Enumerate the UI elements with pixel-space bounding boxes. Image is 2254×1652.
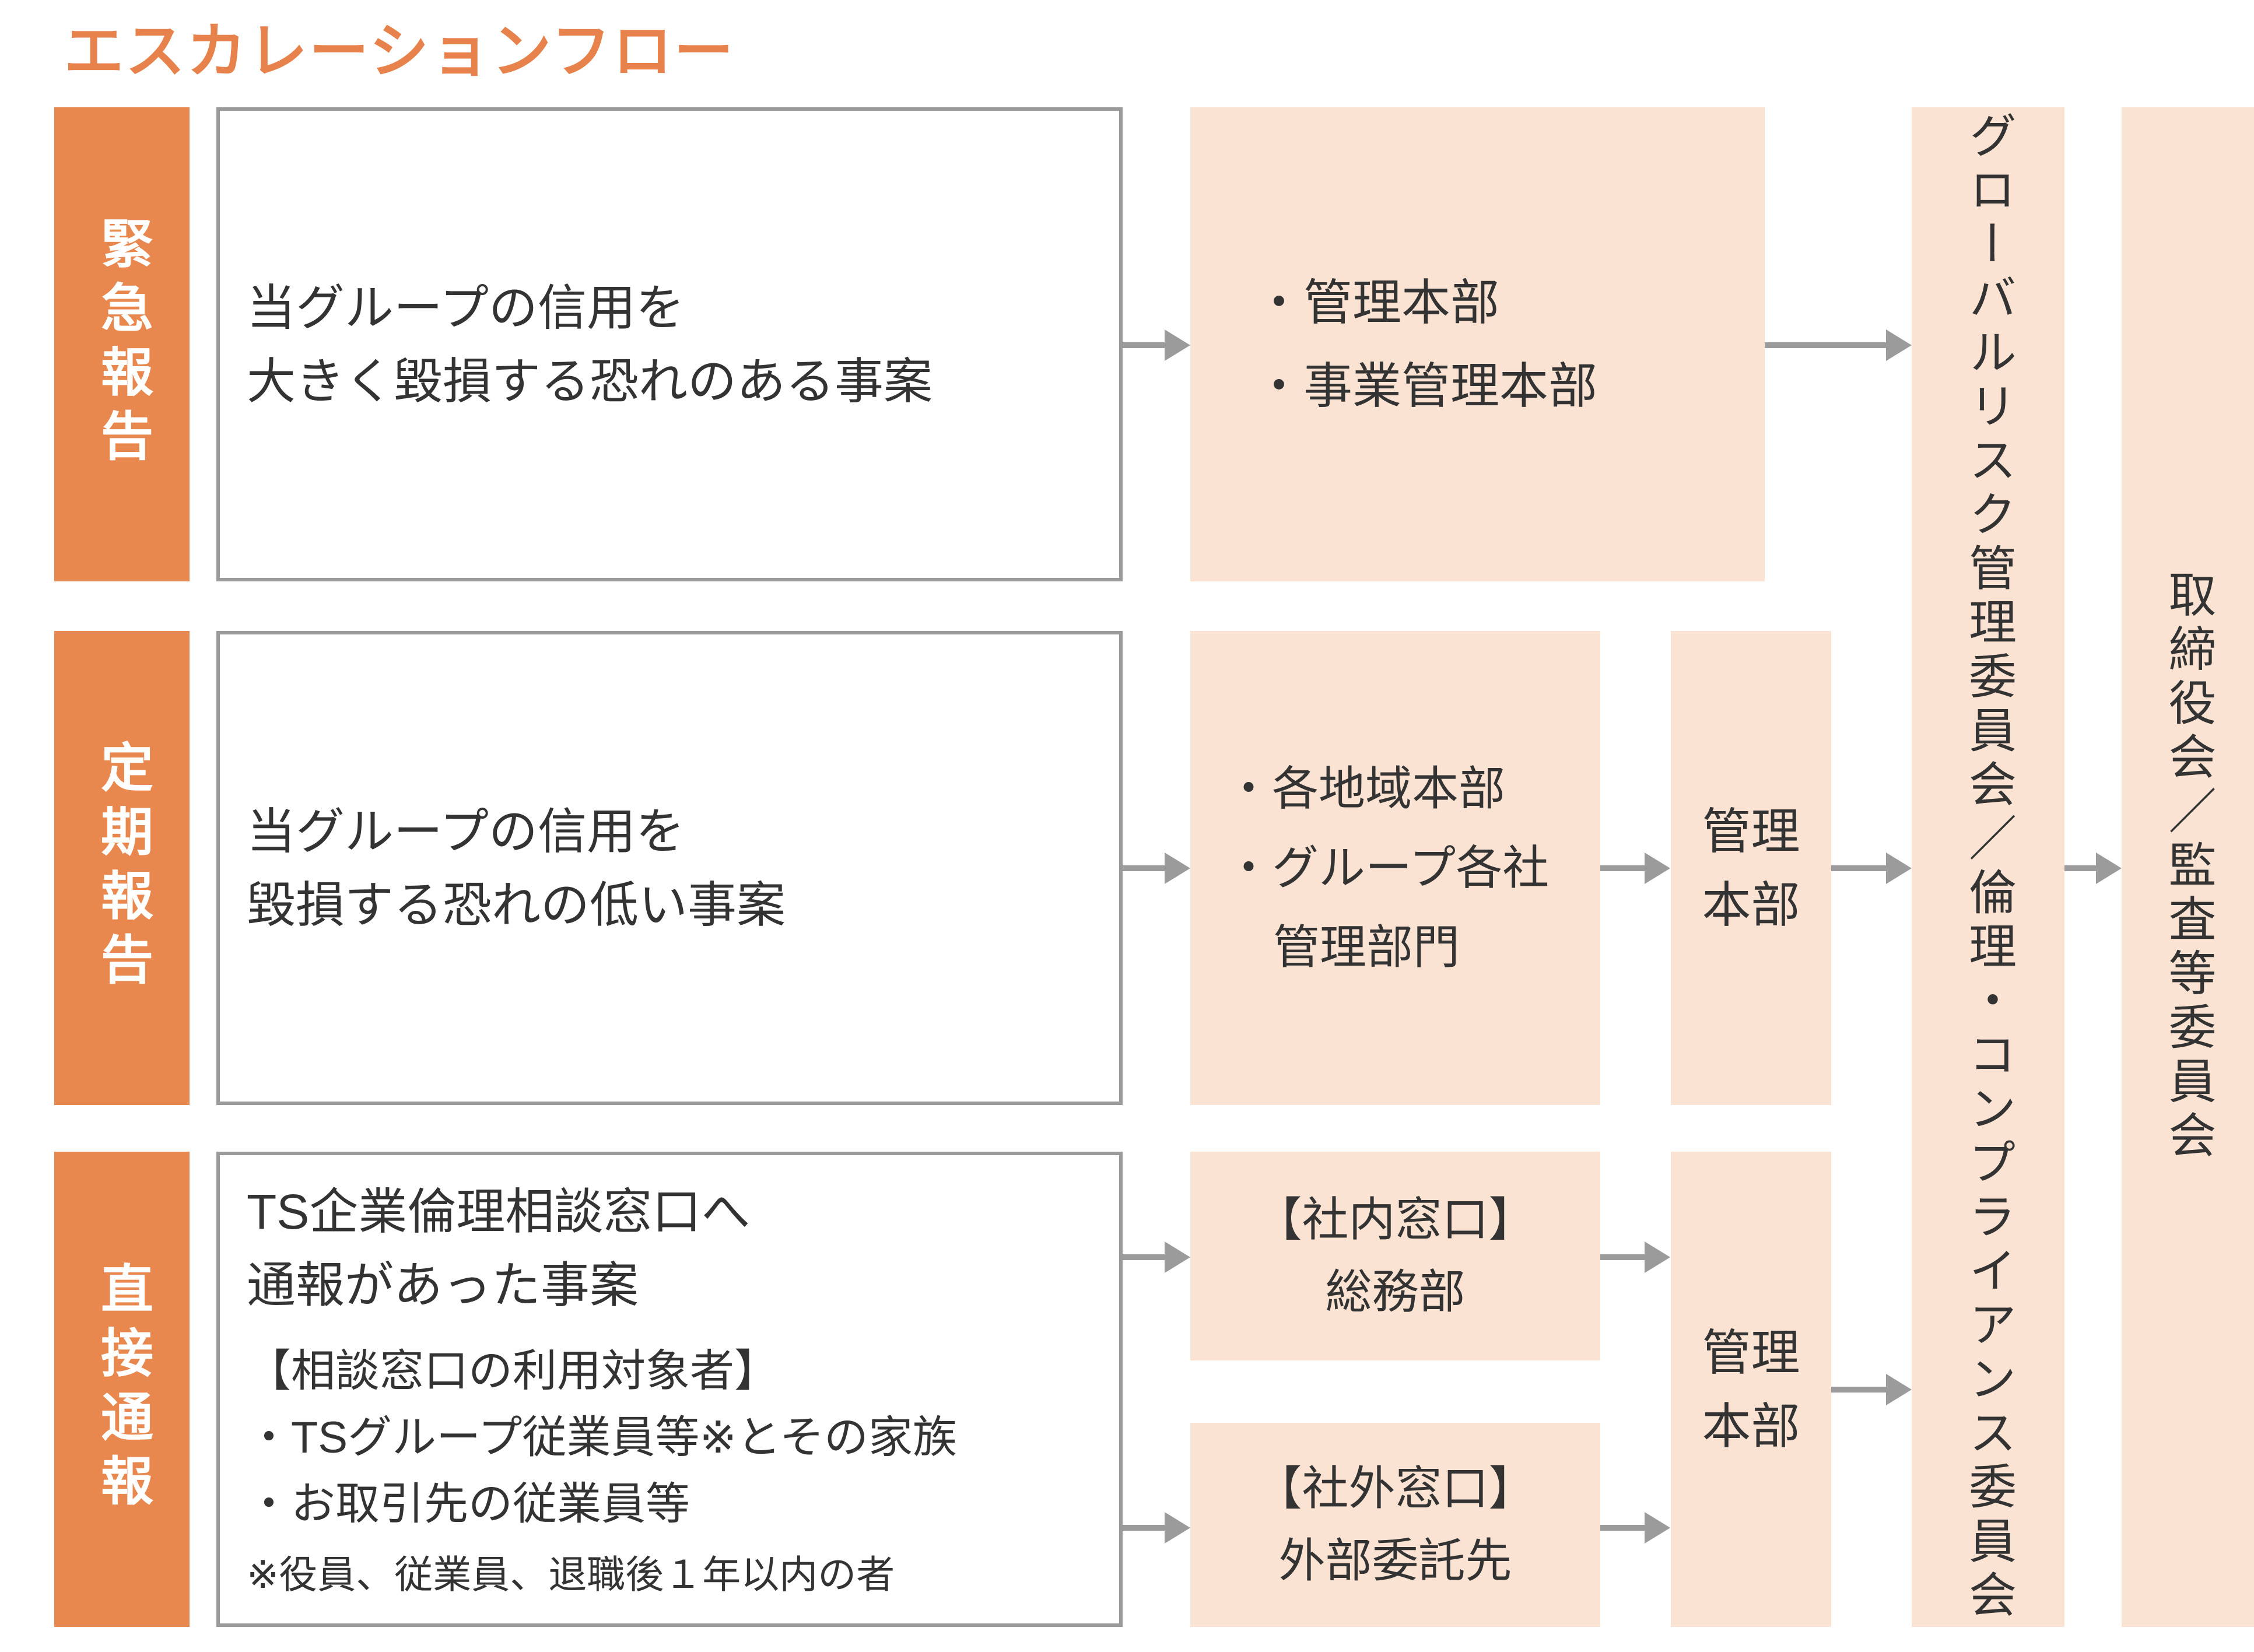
emergency-case-box: 当グループの信用を 大きく毀損する恐れのある事案 [216,107,1123,581]
via-text-line: 本部 [1702,877,1800,932]
case-text-line: 大きく毀損する恐れのある事案 [247,353,933,409]
management-hq-box-direct: 管理 本部 [1671,1152,1831,1627]
via-text-line: 管理 [1702,804,1800,859]
internal-contact-box: 【社内窓口】 総務部 [1190,1152,1600,1360]
case-text-line: TS企業倫理相談窓口へ [247,1184,751,1239]
dest-text-line: ・事業管理本部 [1254,358,1598,413]
arrow-direct-case-to-external [1123,1512,1190,1544]
emergency-dest-box: ・管理本部 ・事業管理本部 [1190,107,1765,581]
row-label-emergency: 緊急報告 [54,107,190,581]
row-label-direct: 直接通報 [54,1152,190,1627]
committee-box: グローバルリスク管理委員会／倫理・コンプライアンス委員会 [1912,107,2064,1627]
arrow-emergency-case-to-dest [1123,329,1190,361]
management-hq-box-periodic: 管理 本部 [1671,631,1831,1105]
periodic-dest-box: ・各地域本部 ・グループ各社 管理部門 [1190,631,1600,1105]
arrow-emergency-dest-to-committee [1765,329,1912,361]
via-text-line: 本部 [1702,1398,1800,1454]
audience-item: ・お取引先の従業員等 [247,1479,690,1529]
dest-text-line: ・管理本部 [1254,275,1500,330]
case-text-line: 当グループの信用を [247,280,685,335]
arrow-periodic-hq-to-committee [1831,853,1912,884]
case-text-line: 当グループの信用を [247,804,685,859]
arrow-external-to-hq [1600,1512,1670,1544]
arrow-direct-case-to-internal [1123,1241,1190,1273]
arrow-periodic-case-to-dest [1123,853,1190,884]
case-text-line: 通報があった事案 [247,1258,639,1313]
arrow-internal-to-hq [1600,1241,1670,1273]
periodic-case-box: 当グループの信用を 毀損する恐れの低い事案 [216,631,1123,1105]
dest-text-line: 管理部門 [1273,921,1460,973]
dest-text-line: ・各地域本部 [1225,762,1505,815]
arrow-direct-hq-to-committee [1831,1374,1912,1405]
row-label-periodic: 定期報告 [54,631,190,1105]
external-contact-box: 【社外窓口】 外部委託先 [1190,1423,1600,1627]
arrow-committee-to-board [2064,853,2122,884]
window-text-line: 総務部 [1325,1266,1466,1318]
window-text-line: 【社内窓口】 [1255,1194,1536,1246]
diagram-title: エスカレーションフロー [64,18,735,85]
audience-item: ・TSグループ従業員等※とその家族 [247,1413,957,1462]
arrow-periodic-dest-to-hq [1600,853,1670,884]
case-text-line: 毀損する恐れの低い事案 [247,877,786,932]
window-text-line: 【社外窓口】 [1255,1462,1536,1514]
footnote-text: ※役員、従業員、退職後１年以内の者 [247,1553,895,1596]
window-text-line: 外部委託先 [1278,1535,1512,1587]
via-text-line: 管理 [1702,1325,1800,1380]
board-box: 取締役会／監査等委員会 [2122,107,2254,1627]
direct-case-box: TS企業倫理相談窓口へ 通報があった事案 【相談窓口の利用対象者】 ・TSグルー… [216,1152,1123,1627]
dest-text-line: ・グループ各社 [1225,841,1550,894]
audience-heading: 【相談窓口の利用対象者】 [247,1346,779,1396]
